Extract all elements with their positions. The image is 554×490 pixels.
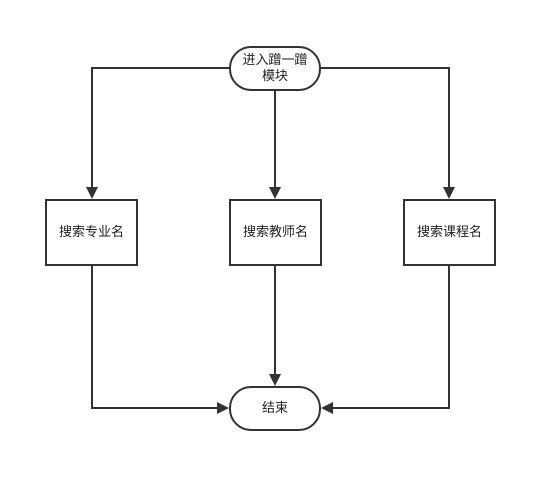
edge-major-to-end (91, 266, 229, 414)
search-major-node: 搜索专业名 (45, 199, 138, 266)
end-node-label: 结束 (261, 400, 288, 416)
edge-start-to-course (321, 67, 455, 199)
search-course-label: 搜索课程名 (416, 224, 482, 240)
start-node-label: 进入蹭一蹭模块 (242, 52, 308, 84)
search-teacher-label: 搜索教师名 (242, 224, 308, 240)
search-teacher-node: 搜索教师名 (229, 199, 322, 266)
search-course-node: 搜索课程名 (403, 199, 496, 266)
edge-start-to-major (86, 67, 229, 199)
search-major-label: 搜索专业名 (58, 224, 124, 240)
start-node: 进入蹭一蹭模块 (229, 46, 321, 91)
end-node: 结束 (229, 386, 321, 431)
edge-course-to-end (321, 266, 450, 414)
